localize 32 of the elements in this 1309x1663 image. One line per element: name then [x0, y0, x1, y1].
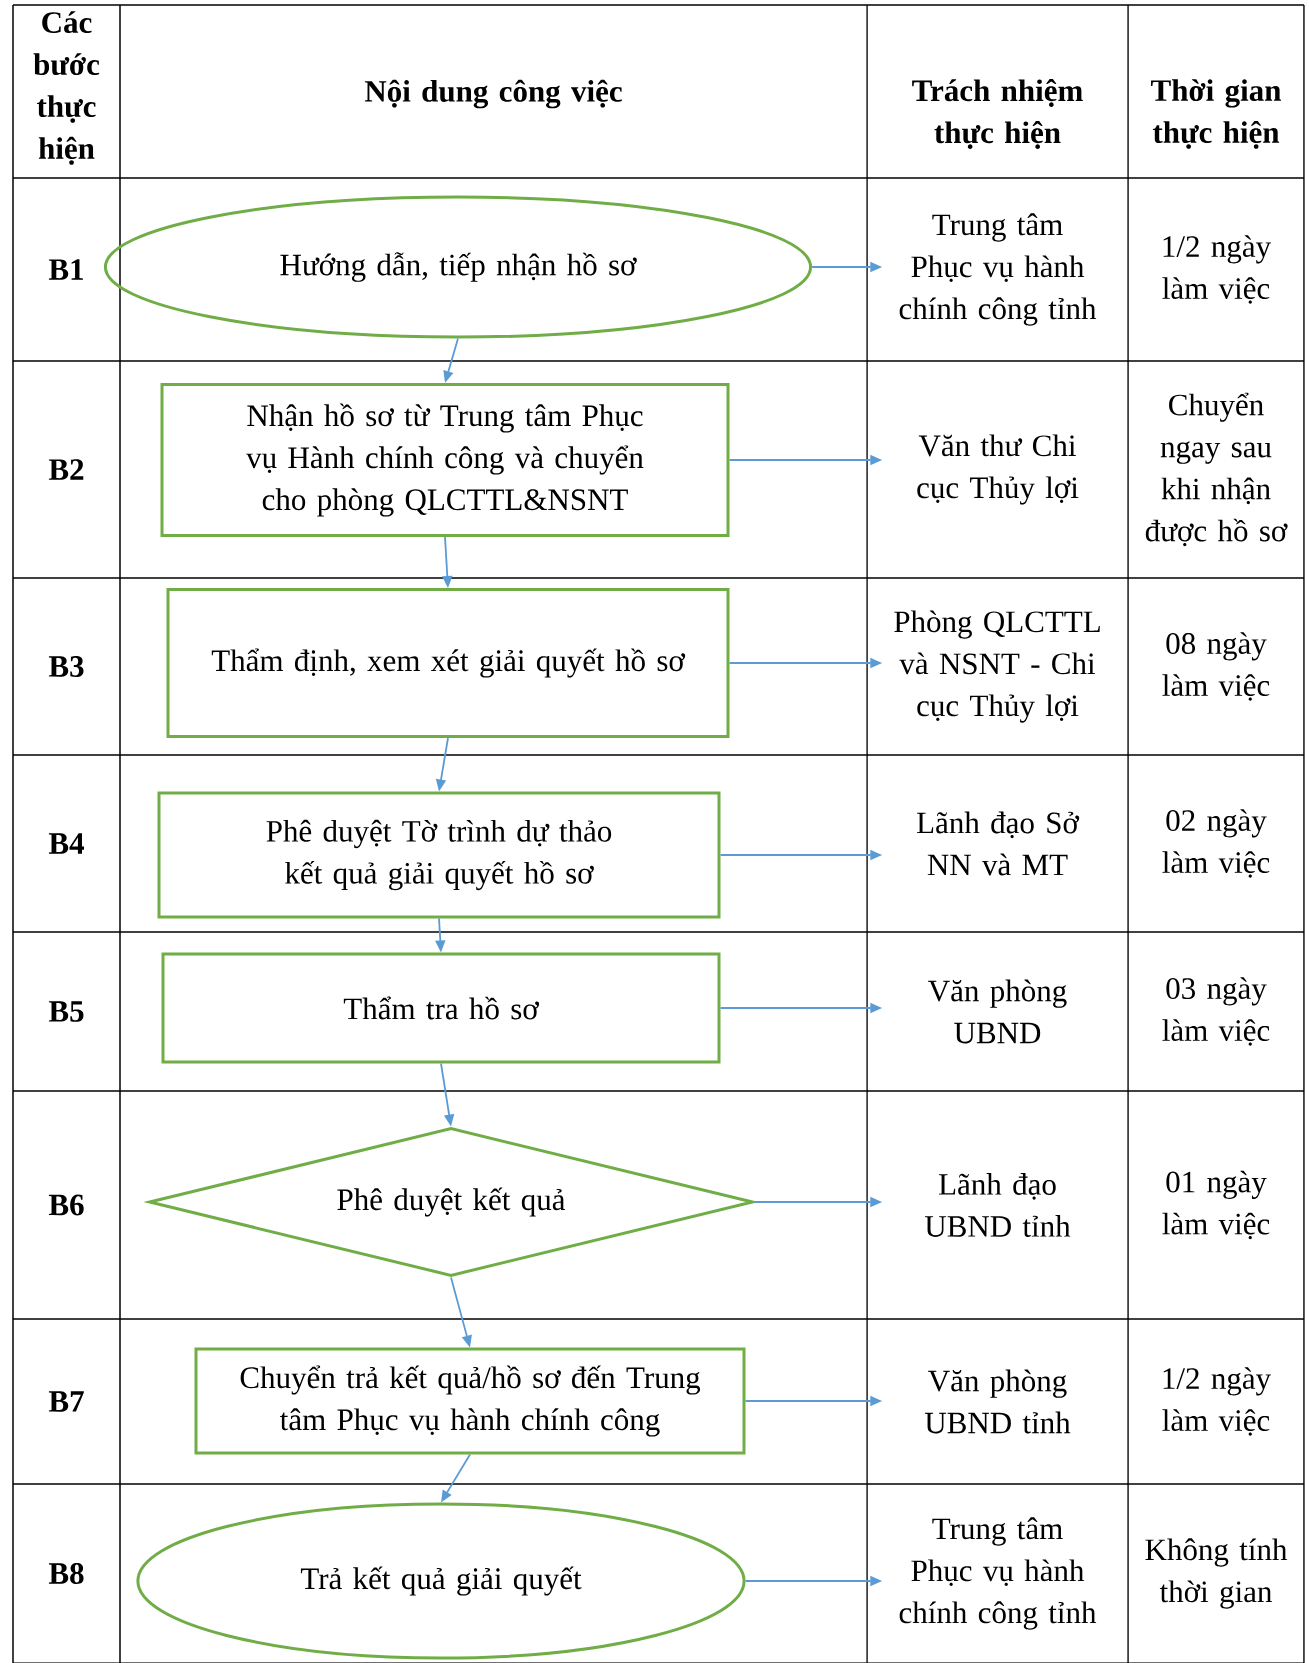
- process-box: Thẩm tra hồ sơ: [161, 952, 721, 1064]
- column-header: Trách nhiệm thực hiện: [912, 79, 1083, 149]
- responsibility-text: Trung tâm Phục vụ hành chính công tỉnh: [899, 1517, 1097, 1630]
- duration-text: 1/2 ngày làm việc: [1162, 1367, 1271, 1436]
- step-label: B7: [48, 1391, 84, 1412]
- responsibility-text: Lãnh đạo UBND tỉnh: [924, 1173, 1071, 1237]
- responsibility-text: Phòng QLCTTL và NSNT - Chi cục Thủy lợi: [894, 610, 1100, 723]
- step-label: B8: [48, 1563, 84, 1584]
- duration-text: 03 ngày làm việc: [1162, 977, 1270, 1046]
- column-header: Thời gian thực hiện: [1151, 79, 1281, 149]
- column-header: Các bước thực hiện: [33, 11, 100, 165]
- duration-text: 1/2 ngày làm việc: [1162, 235, 1271, 304]
- duration-text: 08 ngày làm việc: [1162, 632, 1270, 701]
- process-box: Chuyển trả kết quả/hồ sơ đến Trung tâm Phục vụ hành chính công: [194, 1347, 746, 1455]
- step-label: B5: [48, 1001, 84, 1022]
- responsibility-text: Trung tâm Phục vụ hành chính công tỉnh: [899, 213, 1097, 326]
- duration-text: Chuyển ngay sau khi nhận được hồ sơ: [1145, 392, 1288, 547]
- duration-text: 02 ngày làm việc: [1162, 809, 1270, 878]
- step-label: B2: [48, 459, 84, 480]
- duration-text: 01 ngày làm việc: [1162, 1170, 1270, 1240]
- column-header: Nội dung công việc: [364, 79, 622, 109]
- step-label: B6: [48, 1194, 84, 1216]
- responsibility-text: Văn phòng UBND tỉnh: [924, 1369, 1071, 1434]
- responsibility-text: Văn phòng UBND: [928, 979, 1067, 1044]
- process-box: Thẩm định, xem xét giải quyết hồ sơ: [166, 588, 730, 738]
- responsibility-text: Lãnh đạo Sở NN và MT: [917, 811, 1080, 876]
- process-box: Nhận hồ sơ từ Trung tâm Phục vụ Hành chính công và chuyển cho phòng QLCTTL&NSNT: [160, 383, 730, 537]
- step-label: B3: [48, 656, 84, 677]
- duration-text: Không tính thời gian: [1145, 1538, 1288, 1609]
- step-label: B4: [48, 833, 84, 854]
- responsibility-text: Văn thư Chi cục Thủy lợi: [917, 434, 1079, 505]
- process-box: Phê duyệt Tờ trình dự thảo kết quả giải quyết hồ sơ: [157, 791, 721, 919]
